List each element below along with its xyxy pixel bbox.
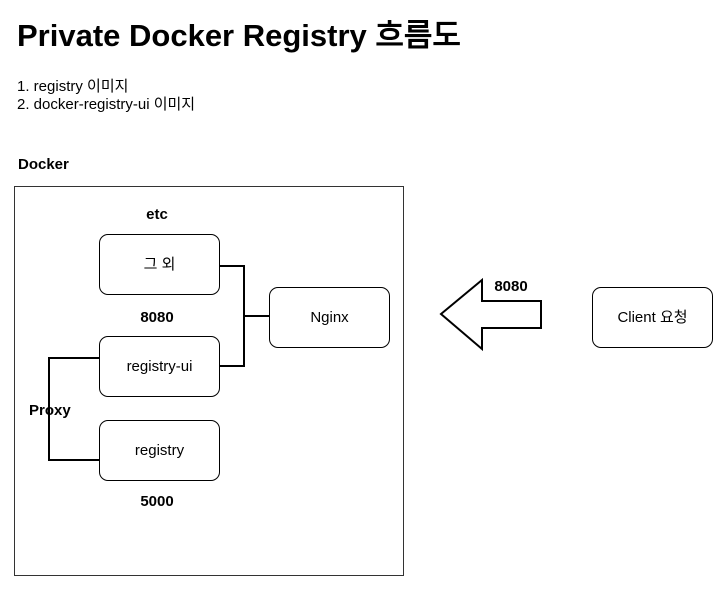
client-request-node-label: Client 요청 [617, 308, 688, 326]
proxy-label: Proxy [29, 402, 71, 419]
registry-node: registry [99, 420, 220, 481]
image-list-item-registry: 1. registry 이미지 [17, 78, 129, 95]
docker-label: Docker [18, 156, 69, 173]
image-list: 1. registry 이미지 2. docker-registry-ui 이미… [17, 78, 195, 114]
client-request-node: Client 요청 [592, 287, 713, 348]
etc-node-label: 그 외 [143, 255, 176, 273]
registry-ui-node-label: registry-ui [126, 357, 193, 375]
client-port-label: 8080 [494, 278, 528, 295]
nginx-node: Nginx [269, 287, 390, 348]
nginx-node-label: Nginx [310, 308, 349, 326]
docker-container-frame [14, 186, 404, 576]
etc-label: etc [146, 206, 168, 223]
registry-ui-node: registry-ui [99, 336, 220, 397]
page-title: Private Docker Registry 흐름도 [17, 18, 461, 53]
registry-node-label: registry [134, 441, 185, 459]
registry-ui-port-label: 8080 [140, 309, 174, 326]
image-list-item-registry-ui: 2. docker-registry-ui 이미지 [17, 96, 196, 113]
registry-port-label: 5000 [140, 493, 174, 510]
etc-node: 그 외 [99, 234, 220, 295]
